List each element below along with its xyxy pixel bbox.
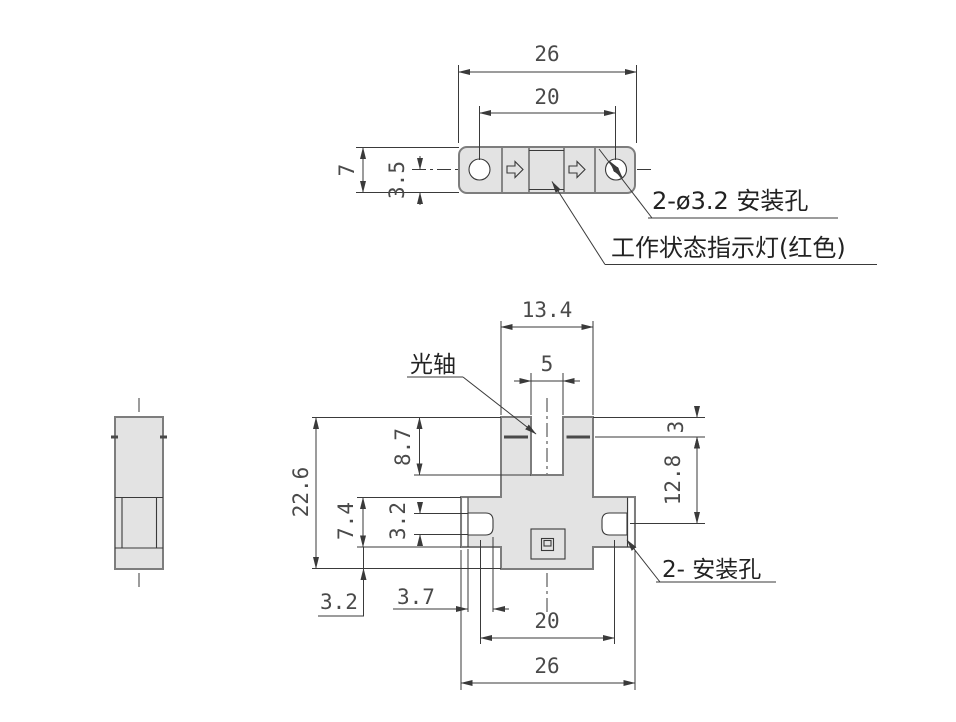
leader-optical-axis: 光轴 (407, 352, 537, 435)
dim-26-top: 26 (458, 42, 637, 143)
front-left-mounting-hole (467, 512, 494, 536)
dim-text-3_2-hole: 3.2 (386, 502, 410, 540)
direction-arrow-icon (568, 160, 586, 179)
top-view-segment-edges (501, 148, 596, 192)
left-side-slot (462, 498, 468, 546)
label-mounting-holes-front: 2- 安装孔 (662, 557, 761, 583)
dim-text-7: 7 (335, 164, 359, 177)
dim-20-top: 20 (479, 85, 616, 160)
dim-text-20-bottom: 20 (534, 609, 559, 633)
dim-text-3_7: 3.7 (397, 585, 435, 609)
dim-text-3_5: 3.5 (385, 161, 409, 199)
dim-3_2-hole: 3.2 (386, 502, 423, 546)
dim-3_5: 3.5 (385, 156, 423, 205)
dim-text-13_4: 13.4 (522, 298, 573, 322)
dim-3_2-bottom: 3.2 (318, 547, 367, 617)
label-mounting-holes-top: 2-ø3.2 安装孔 (652, 187, 808, 215)
dim-text-26-top: 26 (534, 42, 559, 66)
dim-text-3_2-bottom: 3.2 (320, 590, 358, 614)
dim-text-20-top: 20 (534, 85, 559, 109)
dim-12_8: 12.8 (661, 436, 700, 524)
dim-8_7: 8.7 (391, 417, 423, 476)
label-indicator: 工作状态指示灯(红色) (611, 234, 846, 262)
dim-26-bottom: 26 (460, 654, 636, 686)
direction-arrow-icon (506, 160, 524, 179)
right-side-slot (628, 498, 634, 546)
dim-13_4: 13.4 (500, 298, 594, 330)
top-view-body (458, 146, 636, 194)
leader-indicator: 工作状态指示灯(红色) (551, 181, 877, 265)
dim-7_4: 7.4 (334, 497, 366, 548)
dim-text-12_8: 12.8 (661, 455, 685, 506)
side-view (111, 398, 167, 590)
front-right-mounting-hole (601, 512, 628, 536)
dim-3_7: 3.7 (393, 585, 509, 612)
center-window-detail (530, 528, 566, 560)
dim-text-8_7: 8.7 (391, 428, 415, 466)
dim-text-22_6: 22.6 (289, 467, 313, 518)
dim-text-3: 3 (664, 421, 688, 434)
leader-mounting-holes-top: 2-ø3.2 安装孔 (598, 148, 838, 219)
dim-text-5: 5 (541, 352, 554, 376)
dim-7: 7 (335, 147, 459, 193)
dim-5: 5 (514, 352, 580, 384)
extension-lines (312, 321, 705, 690)
front-view: 13.4 5 光轴 3 12.8 22.6 (289, 298, 776, 690)
dim-text-7_4: 7.4 (334, 502, 358, 540)
side-view-edges (115, 496, 163, 549)
dim-22_6: 22.6 (289, 417, 319, 569)
dim-text-26-bottom: 26 (534, 654, 559, 678)
side-view-body (114, 416, 164, 570)
leader-mounting-holes-front: 2- 安装孔 (626, 539, 776, 583)
dim-3: 3 (664, 406, 700, 449)
top-view: 26 20 7 3.5 2-ø3.2 安装孔 (335, 42, 877, 265)
label-optical-axis: 光轴 (410, 352, 456, 378)
dim-20-bottom: 20 (480, 609, 615, 641)
left-mounting-hole (468, 158, 491, 181)
